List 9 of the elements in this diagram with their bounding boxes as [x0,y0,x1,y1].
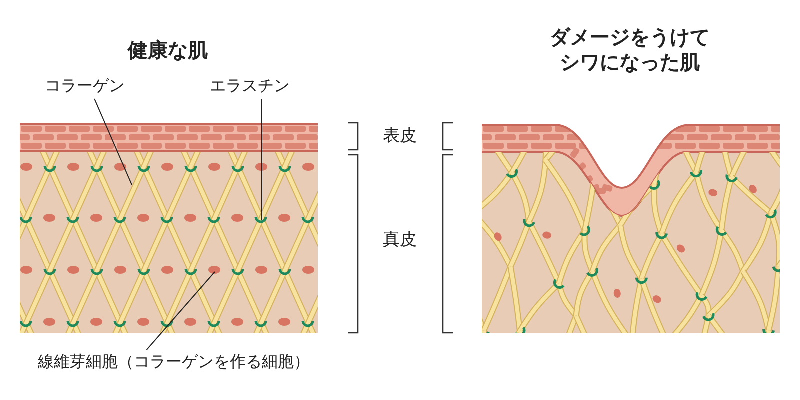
panel-title: ダメージをうけてシワになった肌 [549,25,711,75]
layer-label: 表皮 [383,126,417,148]
leader-line [94,98,132,186]
callout-label: 線維芽細胞（コラーゲンを作る細胞） [38,352,310,373]
leader-line [146,272,216,350]
panel-title: 健康な肌 [128,38,208,63]
layer-label: 真皮 [383,230,417,252]
callout-label: エラスチン [210,76,290,97]
callout-label: コラーゲン [45,76,125,97]
